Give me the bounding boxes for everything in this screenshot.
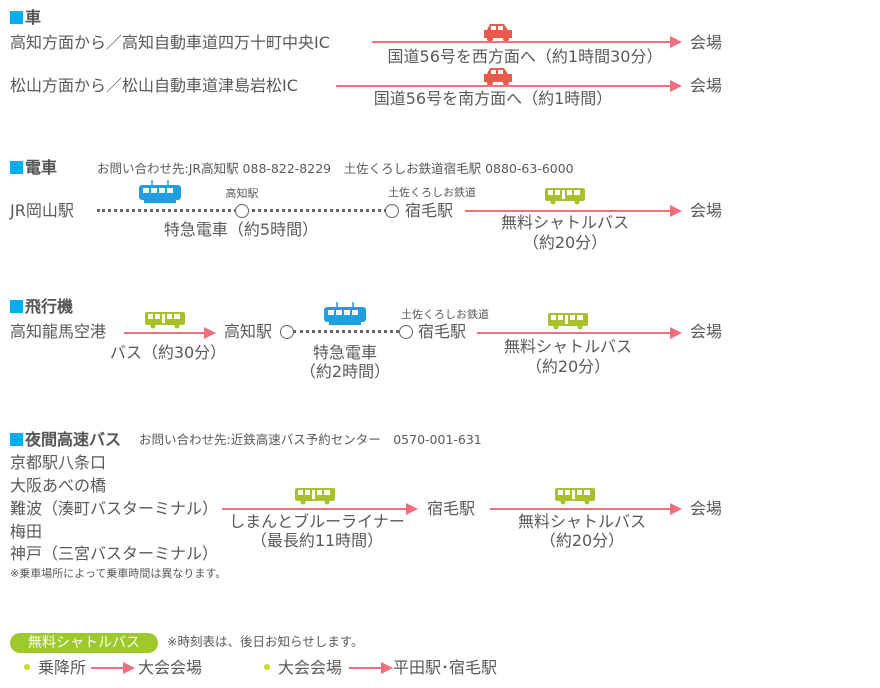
bullet-dot [264, 664, 270, 670]
origin-item: 神戸（三宮バスターミナル） [10, 544, 219, 563]
nightbus-contact: お問い合わせ先:近鉄高速バス予約センター 0570-001-631 [139, 432, 482, 447]
route-arrow [124, 327, 216, 339]
nightbus-leg-1-line-2: （最長約11時間） [250, 531, 384, 550]
destination-label: 会場 [690, 499, 723, 518]
plane-heading: 飛行機 [10, 297, 73, 317]
train-start: JR岡山駅 [10, 201, 74, 220]
origin-item: 難波（湊町バスターミナル） [10, 499, 219, 518]
car-route-2-from: 松山方面から／松山自動車道津島岩松IC [10, 76, 298, 95]
car-heading: 車 [10, 8, 41, 28]
train-icon [138, 180, 182, 204]
origin-item: 京都駅八条口 [10, 453, 107, 472]
station-circle [280, 325, 294, 339]
shuttle-route-2-to: 平田駅･宿毛駅 [393, 658, 498, 677]
destination-label: 会場 [690, 201, 723, 220]
plane-start: 高知龍馬空港 [10, 322, 107, 341]
route-arrow [222, 503, 418, 515]
train-leg-2-line-2: （約20分） [522, 233, 608, 252]
plane-leg-3-line-2: （約20分） [525, 357, 611, 376]
destination-label: 会場 [690, 322, 723, 341]
shuttle-note: ※時刻表は、後日お知らせします。 [167, 634, 364, 649]
transfer-station: 高知駅 [224, 322, 273, 341]
train-leg-2-line-1: 無料シャトルバス [500, 213, 630, 232]
rail-line [293, 330, 399, 333]
car-icon [482, 66, 514, 86]
nightbus-leg-1-line-1: しまんとブルーライナー [229, 512, 405, 531]
plane-leg-3-line-1: 無料シャトルバス [503, 337, 633, 356]
bus-icon [295, 487, 335, 505]
car-route-1-from: 高知方面から／高知自動車道四万十町中央IC [10, 33, 330, 52]
rail-line-label: 土佐くろしお鉄道 [388, 186, 476, 199]
transfer-station-label: 高知駅 [225, 187, 259, 200]
shuttle-route-1-to: 大会会場 [138, 658, 203, 677]
nightbus-leg-2-line-1: 無料シャトルバス [517, 512, 647, 531]
destination-label: 会場 [690, 33, 723, 52]
car-icon [482, 22, 514, 42]
station-label: 宿毛駅 [427, 499, 476, 518]
car-route-2-via: 国道56号を南方面へ（約1時間） [373, 89, 613, 108]
route-arrow [349, 662, 393, 674]
route-arrow [91, 662, 135, 674]
route-arrow [465, 205, 682, 217]
route-arrow [372, 36, 682, 48]
nightbus-heading: 夜間高速バス [10, 430, 121, 450]
rail-line-label: 土佐くろしお鉄道 [401, 308, 489, 321]
station-circle [399, 325, 413, 339]
car-route-1-via: 国道56号を西方面へ（約1時間30分） [387, 47, 663, 66]
station-circle [235, 204, 249, 218]
shuttle-route-2-from: 大会会場 [278, 658, 343, 677]
nightbus-leg-2-line-2: （約20分） [539, 531, 625, 550]
plane-leg-2-line-2: （約2時間） [299, 362, 391, 381]
station-label: 宿毛駅 [418, 322, 467, 341]
plane-leg-2-line-1: 特急電車 [312, 343, 378, 362]
shuttle-route-1-from: 乗降所 [38, 658, 87, 677]
route-arrow [336, 80, 682, 92]
origin-item: 大阪あべの橋 [10, 476, 107, 495]
bus-icon [145, 311, 185, 329]
bus-icon [555, 487, 595, 505]
train-heading: 電車 [10, 158, 57, 178]
bus-icon [548, 312, 588, 330]
route-arrow [490, 503, 682, 515]
route-arrow [477, 327, 682, 339]
bullet-dot [24, 664, 30, 670]
bus-icon [545, 187, 585, 205]
destination-label: 会場 [690, 76, 723, 95]
station-circle [385, 204, 399, 218]
shuttle-badge: 無料シャトルバス [10, 633, 158, 653]
train-contact: お問い合わせ先:JR高知駅 088-822-8229 土佐くろしお鉄道宿毛駅 0… [97, 161, 574, 176]
train-icon [323, 302, 367, 326]
station-label: 宿毛駅 [405, 201, 454, 220]
nightbus-note: ※乗車場所によって乗車時間は異なります。 [10, 567, 227, 580]
origin-item: 梅田 [10, 522, 43, 541]
plane-leg-1: バス（約30分） [109, 343, 227, 362]
train-leg-1: 特急電車（約5時間） [163, 220, 319, 239]
